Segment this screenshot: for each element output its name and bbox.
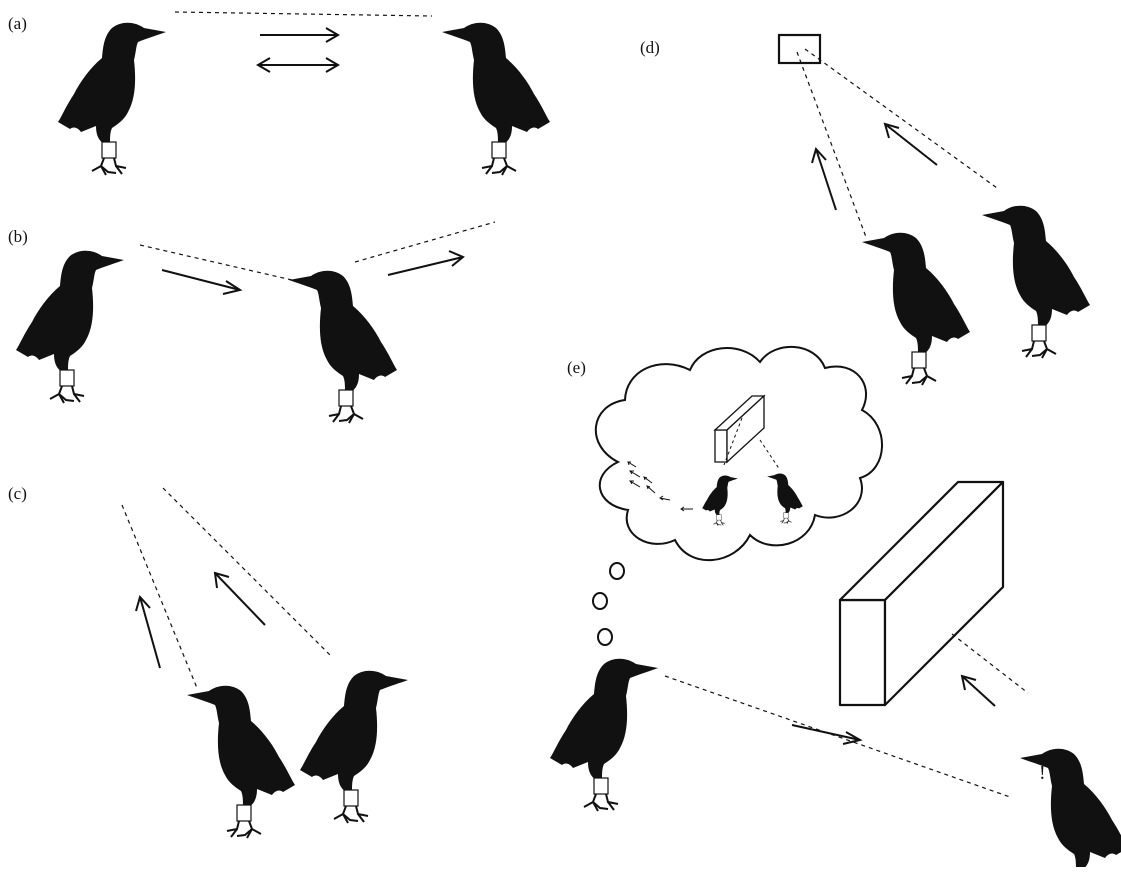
- crow-e-left: [549, 657, 659, 812]
- small-arrows: [627, 461, 693, 512]
- thought-bubble-1: [609, 562, 625, 580]
- crow-b-left: [15, 249, 125, 404]
- gaze-line-e1: [664, 675, 1011, 798]
- arrow-c-2: [213, 571, 266, 626]
- panel-label-a: (a): [8, 14, 27, 33]
- panel-label-e: (e): [567, 358, 586, 377]
- crow-a-right: [442, 23, 550, 175]
- arrow-c-1: [135, 594, 161, 669]
- arrow-e-2: [960, 674, 996, 707]
- crow-b-middle: [289, 271, 397, 423]
- crow-c-left: [187, 686, 295, 838]
- crow-d-right: [982, 206, 1090, 358]
- arrow-a-right: [260, 27, 340, 43]
- thought-cloud: [594, 346, 883, 562]
- gaze-line-c1: [121, 504, 198, 689]
- gaze-line-b2: [354, 221, 496, 263]
- small-gaze-2: [759, 439, 781, 471]
- panel-c: [121, 487, 409, 838]
- crow-d-left: [862, 233, 970, 385]
- panel-e: [549, 346, 1121, 867]
- arrow-d-1: [811, 146, 837, 211]
- gaze-line-d2: [804, 48, 998, 189]
- gaze-line-d1: [796, 51, 867, 238]
- panel-label-b: (b): [8, 227, 28, 246]
- crow-a-left: [57, 21, 167, 176]
- gaze-line-b1: [139, 244, 306, 284]
- panel-a: [57, 11, 550, 176]
- arrow-e-1: [791, 724, 863, 745]
- arrow-b-1: [161, 269, 243, 295]
- gaze-line-c2: [162, 487, 331, 656]
- gaze-line-a: [174, 11, 433, 17]
- thought-bubble-3: [597, 628, 613, 646]
- panel-label-c: (c): [8, 484, 27, 503]
- gaze-line-e2: [951, 633, 1029, 694]
- thought-bubble-2: [592, 592, 608, 610]
- double-arrow-a: [256, 57, 340, 73]
- target-box-d: [777, 33, 822, 65]
- small-wall: [713, 394, 766, 464]
- barrier-wall: [838, 480, 1005, 707]
- small-gaze-1: [723, 417, 743, 466]
- panel-label-d: (d): [640, 38, 660, 57]
- panel-b: [15, 221, 496, 423]
- crow-e-right: [1020, 749, 1121, 867]
- arrow-b-2: [387, 250, 465, 276]
- arrow-d-2: [883, 122, 938, 166]
- panel-d: [777, 33, 1090, 385]
- crow-c-right: [299, 669, 409, 824]
- exclamation-mark: !: [1039, 762, 1046, 784]
